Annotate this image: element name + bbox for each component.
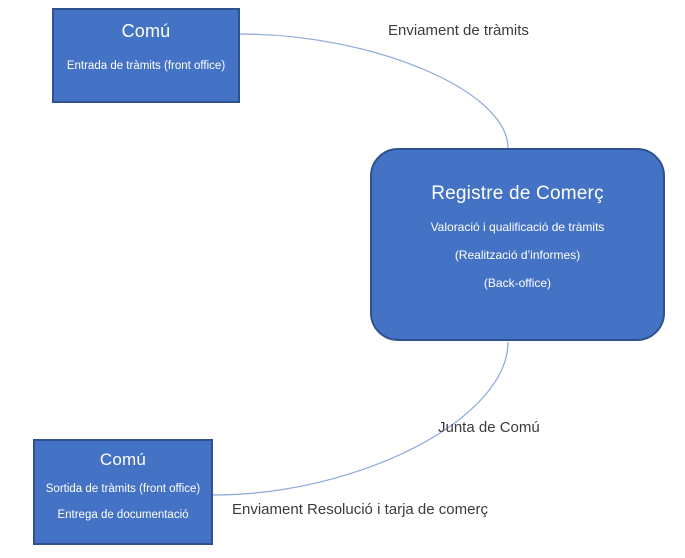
node-comu-entrada-title: Comú (121, 21, 171, 41)
node-comu-sortida: Comú Sortida de tràmits (front office) E… (33, 439, 213, 545)
node-registre-comerc-title: Registre de Comerç (431, 183, 604, 204)
edge-label-enviament-tramits: Enviament de tràmits (388, 22, 529, 39)
node-comu-entrada: Comú Entrada de tràmits (front office) (52, 8, 240, 103)
edge-label-junta-comu: Junta de Comú (438, 419, 540, 436)
connector-enviament-tramits-curve (239, 33, 509, 149)
node-comu-sortida-line: Sortida de tràmits (front office) (45, 483, 201, 496)
node-comu-entrada-line: Entrada de tràmits (front office) (66, 59, 226, 72)
node-registre-comerc: Registre de Comerç Valoració i qualifica… (370, 148, 665, 341)
node-comu-sortida-title: Comú (99, 450, 147, 469)
node-registre-comerc-line: (Back-office) (483, 275, 552, 290)
node-comu-sortida-line: Entrega de documentació (57, 508, 189, 521)
edge-label-enviament-resolucio: Enviament Resolució i tarja de comerç (232, 501, 488, 518)
node-registre-comerc-line: Valoració i qualificació de tràmits (430, 219, 605, 234)
node-registre-comerc-line: (Realització d’informes) (454, 247, 581, 262)
